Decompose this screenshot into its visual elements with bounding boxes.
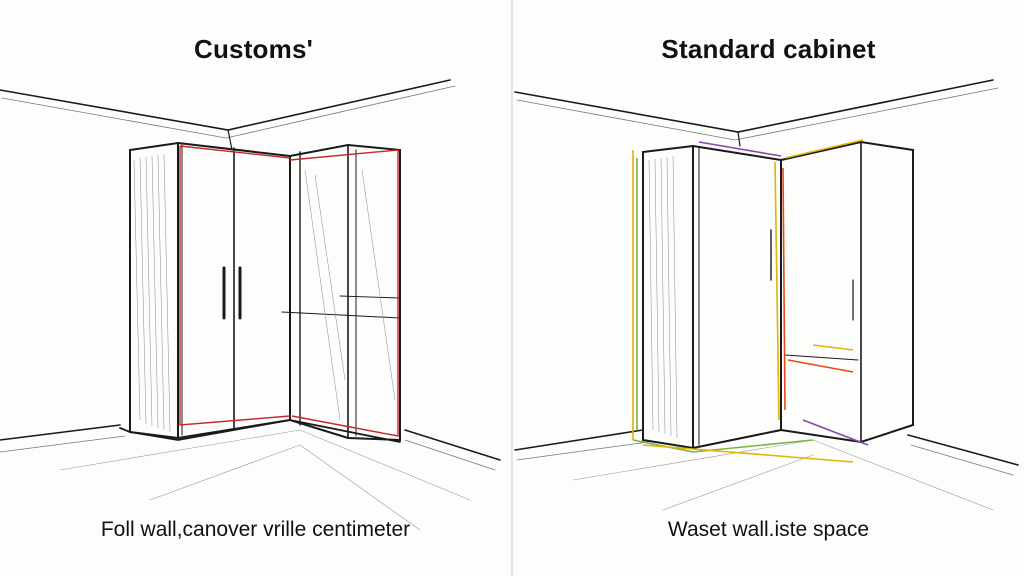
standard-cabinet-title: Standard cabinet — [661, 34, 876, 64]
standard-cabinet-sketch — [514, 79, 1019, 511]
custom-cabinet-panel: Customs' Foll wall,canover vrille centim… — [0, 0, 511, 576]
panel-divider — [511, 0, 513, 576]
custom-cabinet-sketch — [0, 79, 501, 531]
custom-cabinet-title: Customs' — [193, 34, 314, 64]
custom-cabinet-caption: Foll wall,canover vrille centimeter — [100, 518, 411, 541]
standard-cabinet-panel: Standard cabinet Waset wall.iste space — [513, 0, 1024, 576]
standard-cabinet-caption: Waset wall.iste space — [667, 518, 870, 541]
